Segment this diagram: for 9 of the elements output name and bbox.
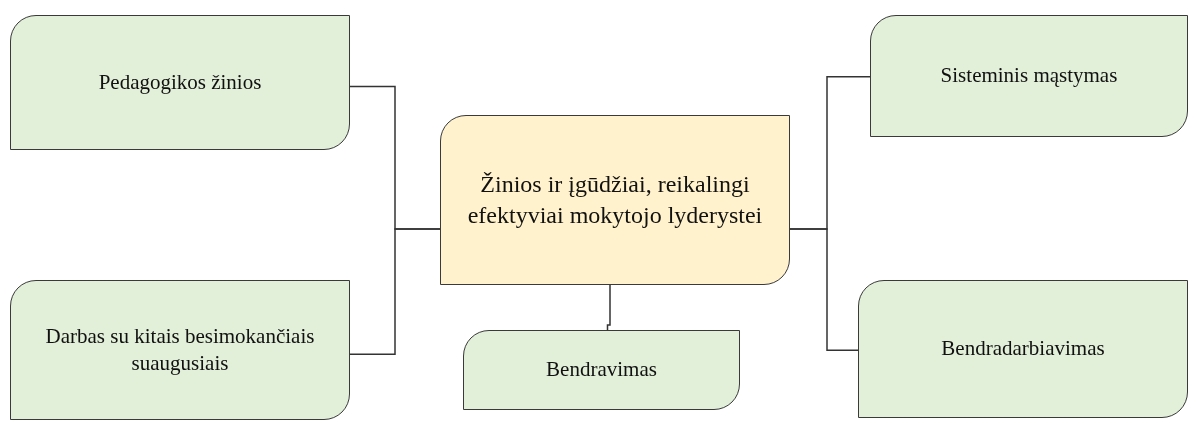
topic-box: Darbas su kitais besimokančiais suaugusiais: [10, 280, 350, 420]
central-topic-box: Žinios ir įgūdžiai, reikalingi efektyviai mokytojo lyderystei: [440, 115, 790, 285]
topic-box: Pedagogikos žinios: [10, 15, 350, 150]
topic-box: Bendradarbiavimas: [858, 280, 1188, 418]
topic-box: Bendravimas: [463, 330, 740, 410]
topic-box: Sisteminis mąstymas: [870, 15, 1188, 137]
connector-line: [606, 284, 611, 331]
connector-line: [349, 228, 441, 355]
connector-line: [789, 228, 859, 351]
